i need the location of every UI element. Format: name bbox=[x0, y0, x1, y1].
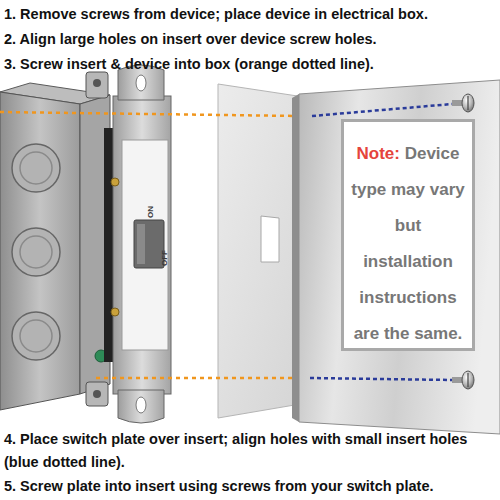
note-body: Device type may vary but installation in… bbox=[351, 144, 464, 343]
step-text: 3. Screw insert & device into box (orang… bbox=[4, 53, 498, 76]
orange-guide bbox=[96, 377, 296, 380]
mounting-strap bbox=[113, 96, 171, 394]
knockout-ring bbox=[20, 320, 52, 352]
strap-hole bbox=[136, 397, 146, 413]
insert-opening bbox=[261, 216, 279, 262]
strap-hole bbox=[136, 75, 146, 91]
toggle bbox=[134, 220, 164, 268]
plate-screw bbox=[462, 371, 474, 389]
switch-marking: OFF bbox=[160, 250, 169, 266]
knockout bbox=[12, 144, 60, 192]
strap-ear bbox=[118, 390, 164, 423]
box-side bbox=[0, 92, 80, 410]
blue-guide bbox=[312, 104, 452, 116]
box-ear-hole bbox=[93, 79, 101, 87]
plate-edge bbox=[292, 94, 299, 422]
window-bevel bbox=[341, 119, 475, 351]
blue-guide bbox=[310, 378, 452, 380]
step-text: 2. Align large holes on insert over devi… bbox=[4, 28, 498, 51]
step-text: 4. Place switch plate over insert; align… bbox=[4, 428, 496, 474]
plate-window bbox=[344, 122, 472, 348]
box-ear bbox=[86, 72, 108, 98]
knockout bbox=[12, 312, 60, 360]
note-box: Note:Device type may vary but installati… bbox=[344, 122, 472, 348]
plate-screw bbox=[462, 94, 474, 112]
switch-marking: ON bbox=[146, 206, 155, 218]
toggle-highlight bbox=[137, 224, 145, 264]
knockout bbox=[12, 228, 60, 276]
step-text: 5. Screw plate into insert using screws … bbox=[4, 475, 498, 498]
knockout-ring bbox=[20, 236, 52, 268]
knockout-ring bbox=[20, 152, 52, 184]
terminal-screw bbox=[111, 308, 119, 316]
note-heading: Note: bbox=[356, 144, 399, 163]
screw-slot bbox=[467, 96, 468, 110]
switch-face bbox=[122, 140, 168, 350]
step-text: 1. Remove screws from device; place devi… bbox=[4, 3, 498, 26]
box-ear-hole bbox=[93, 390, 101, 398]
box-ear bbox=[86, 382, 108, 406]
switch-plate bbox=[299, 80, 500, 434]
orange-guide bbox=[0, 112, 298, 116]
screw-slot bbox=[467, 373, 468, 387]
terminal-screw bbox=[111, 178, 119, 186]
